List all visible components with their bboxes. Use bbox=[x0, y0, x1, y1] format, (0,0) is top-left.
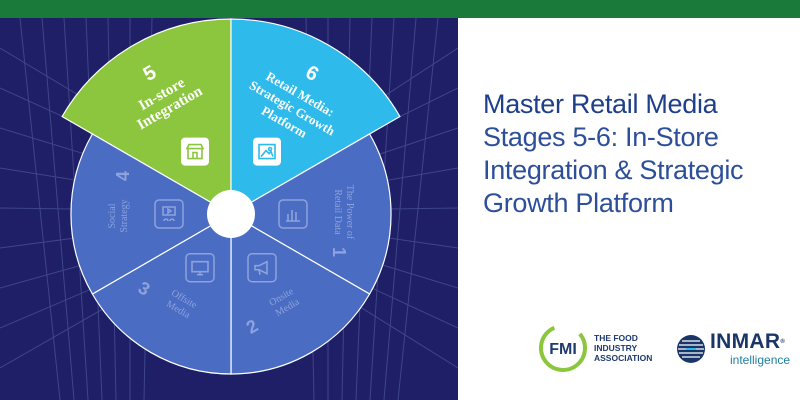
partner-logos: FMI THE FOOD INDUSTRY ASSOCIATION INMAR®… bbox=[538, 321, 798, 377]
fmi-line-3: ASSOCIATION bbox=[594, 353, 653, 363]
fmi-wordmark: THE FOOD INDUSTRY ASSOCIATION bbox=[594, 333, 652, 363]
stage-4-segment bbox=[70, 133, 233, 295]
bar-chart-icon bbox=[278, 199, 308, 229]
inmar-wordmark: INMAR® bbox=[710, 331, 785, 353]
stage-1-segment bbox=[229, 133, 392, 295]
title-line-1: Master Retail Media bbox=[483, 89, 718, 119]
image-frame-icon bbox=[253, 137, 281, 166]
fmi-line-1: THE FOOD bbox=[594, 333, 638, 343]
video-people-icon bbox=[154, 199, 184, 229]
stage-title-line: Retail Data bbox=[332, 189, 343, 235]
top-accent-bar bbox=[0, 0, 800, 18]
inmar-registered-mark: ® bbox=[780, 339, 786, 345]
stage-title-line: Strategy bbox=[119, 199, 130, 232]
stage-number: 4 bbox=[113, 171, 133, 181]
stage-title-line: Social bbox=[107, 203, 118, 228]
page-title: Master Retail Media Stages 5-6: In-Store… bbox=[483, 88, 795, 220]
title-line-3: Integration & Strategic bbox=[483, 155, 744, 185]
wheel-center bbox=[207, 190, 255, 238]
fmi-badge-text: FMI bbox=[549, 341, 577, 358]
headline-panel: Master Retail Media Stages 5-6: In-Store… bbox=[458, 18, 800, 400]
monitor-icon bbox=[185, 252, 215, 283]
title-line-4: Growth Platform bbox=[483, 188, 674, 218]
storefront-icon bbox=[181, 137, 209, 166]
inmar-subtitle: intelligence bbox=[730, 353, 791, 367]
inmar-globe-icon bbox=[677, 335, 705, 363]
fmi-logo: FMI bbox=[539, 324, 587, 372]
stage-title-line: The Power of bbox=[344, 185, 355, 240]
stage-number: 1 bbox=[329, 247, 349, 257]
fmi-line-2: INDUSTRY bbox=[594, 343, 638, 353]
megaphone-icon bbox=[247, 252, 277, 283]
title-line-2: Stages 5-6: In-Store bbox=[483, 122, 719, 152]
inmar-name-text: INMAR bbox=[710, 330, 781, 353]
